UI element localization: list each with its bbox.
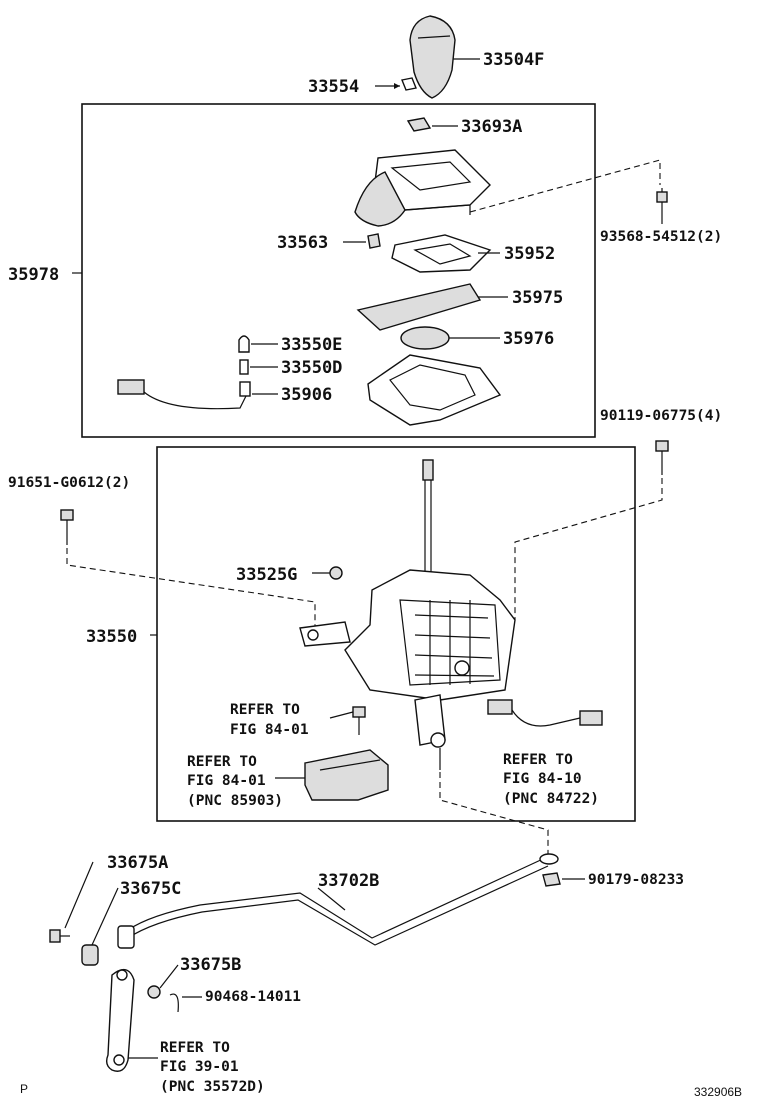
bolt-90119	[655, 440, 669, 475]
clip-33563	[367, 233, 381, 249]
ref-note-2-line1: REFER TO	[187, 754, 257, 770]
ref-note-1-line1: REFER TO	[230, 702, 300, 718]
shift-knob	[409, 15, 456, 99]
upper-assembly-frame	[81, 103, 596, 438]
lower-assembly-frame	[156, 446, 636, 822]
screw-93568	[656, 188, 668, 224]
disc-35976	[400, 326, 450, 350]
label-33563: 33563	[277, 233, 328, 253]
clip-33554	[401, 77, 417, 91]
cable-33702B	[127, 853, 559, 946]
label-33675B: 33675B	[180, 955, 241, 975]
ref-note-3-line2: FIG 84-10	[503, 771, 582, 787]
label-91651: 91651-G0612(2)	[8, 475, 130, 491]
washer-33525G	[329, 566, 343, 580]
wire-84722	[487, 699, 603, 727]
socket-33550D	[239, 359, 249, 375]
label-35975: 35975	[512, 288, 563, 308]
bushing-33675C	[81, 944, 99, 966]
wire-35906	[117, 379, 251, 410]
bushing-33675B	[147, 985, 161, 999]
bulb-33550E	[238, 335, 250, 353]
label-33675A: 33675A	[107, 853, 168, 873]
bolt-33675A	[49, 929, 70, 943]
ref-note-1-line2: FIG 84-01	[230, 722, 309, 738]
footer-right: 332906B	[694, 1085, 742, 1099]
label-93568: 93568-54512(2)	[600, 229, 722, 245]
label-90468: 90468-14011	[205, 989, 301, 1005]
label-33550: 33550	[86, 627, 137, 647]
screw-ref-84-01	[352, 706, 366, 735]
label-35978: 35978	[8, 265, 59, 285]
label-33693A: 33693A	[461, 117, 522, 137]
ref-note-2-line3: (PNC 85903)	[187, 793, 283, 809]
label-33550D: 33550D	[281, 358, 342, 378]
label-33504F: 33504F	[483, 50, 544, 70]
plate-35952	[391, 234, 492, 273]
footer-left: P	[20, 1082, 28, 1096]
nut-90179	[542, 872, 561, 887]
label-33550E: 33550E	[281, 335, 342, 355]
clevis	[117, 925, 135, 949]
label-33554: 33554	[308, 77, 359, 97]
ref-note-4-line2: FIG 39-01	[160, 1059, 239, 1075]
label-90179: 90179-08233	[588, 872, 684, 888]
ref-note-3-line1: REFER TO	[503, 752, 573, 768]
shift-lever-assembly	[299, 459, 516, 701]
lever-arm-35572D	[105, 968, 135, 1072]
ref-note-3-line3: (PNC 84722)	[503, 791, 599, 807]
indicator-housing	[354, 149, 491, 227]
label-33675C: 33675C	[120, 879, 181, 899]
label-33525G: 33525G	[236, 565, 297, 585]
label-35952: 35952	[504, 244, 555, 264]
ref-note-4-line3: (PNC 35572D)	[160, 1079, 265, 1095]
lever-link	[414, 694, 446, 770]
label-90119: 90119-06775(4)	[600, 408, 722, 424]
clip-33693A	[406, 117, 432, 132]
bezel-housing	[367, 354, 502, 426]
slide-plate-35975	[356, 283, 482, 331]
label-33702B: 33702B	[318, 871, 379, 891]
pin-90468	[169, 993, 179, 1013]
ref-note-2-line2: FIG 84-01	[187, 773, 266, 789]
bolt-91651	[60, 509, 74, 545]
label-35906: 35906	[281, 385, 332, 405]
ref-note-4-line1: REFER TO	[160, 1040, 230, 1056]
label-35976: 35976	[503, 329, 554, 349]
control-box-85903	[304, 749, 389, 801]
